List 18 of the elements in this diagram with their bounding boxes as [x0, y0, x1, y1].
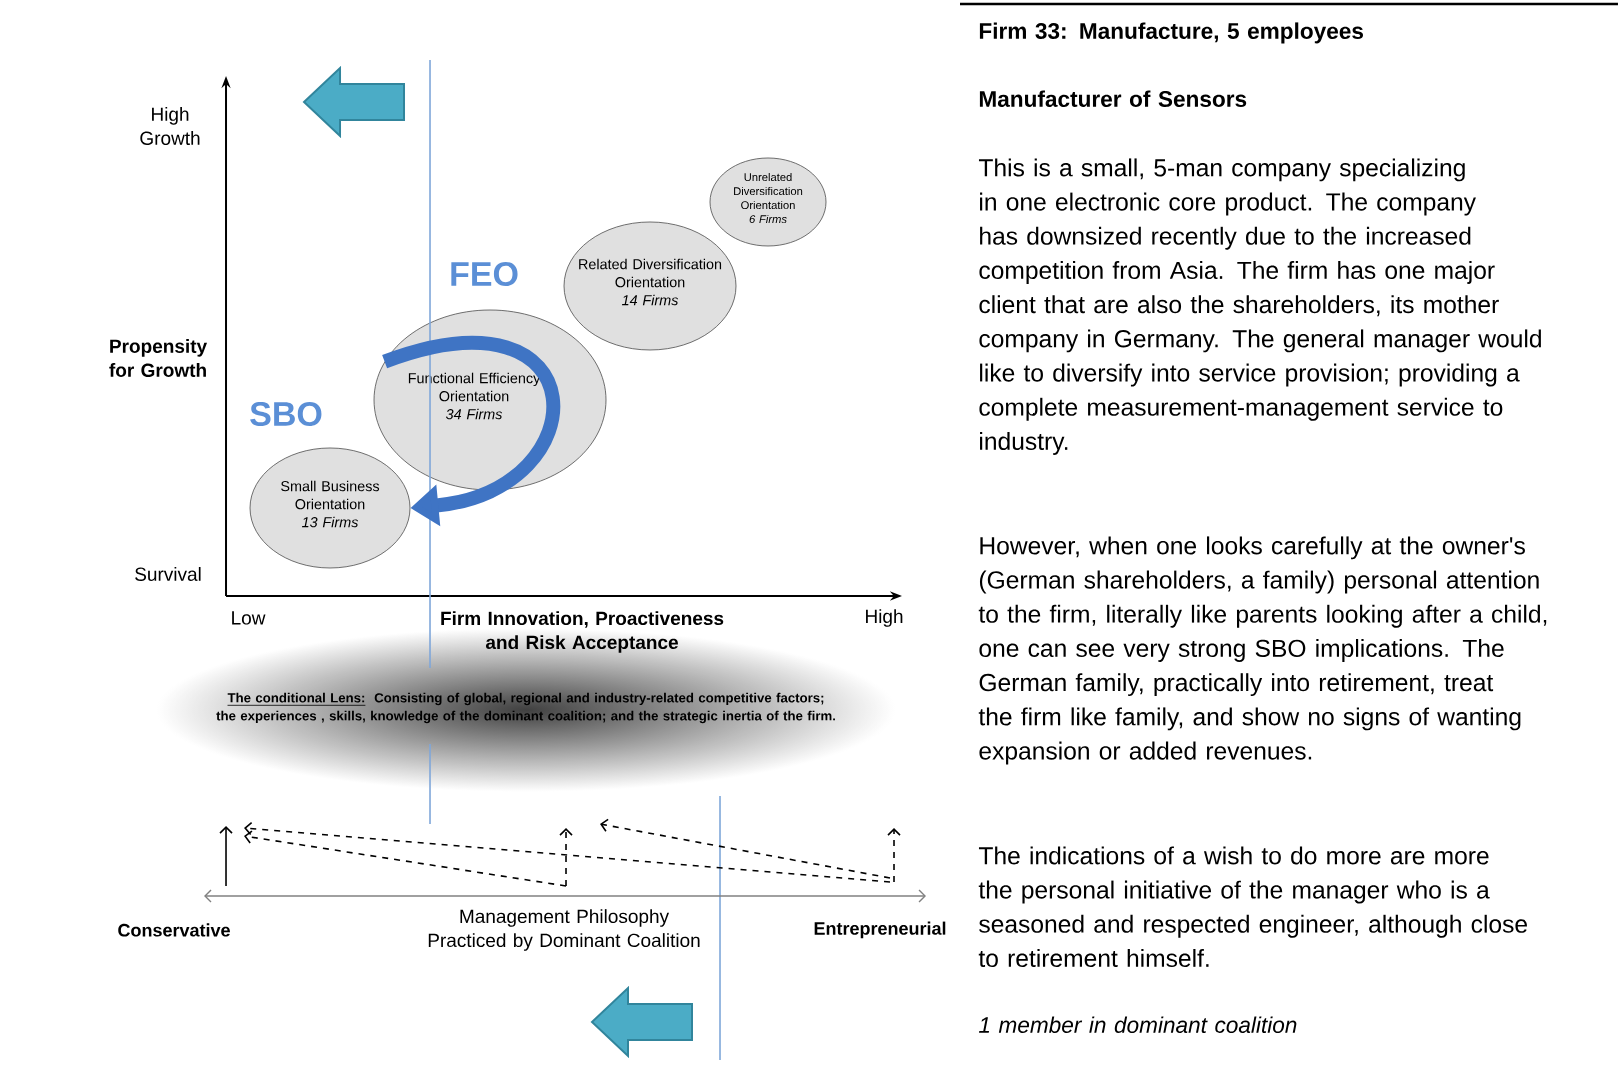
paragraph: The indications of a wish to do more are more the personal initiative of the manager who is a seasoned and respected engineer, although close to retirement himself. [978, 846, 1527, 968]
group-label: SBO [250, 401, 322, 427]
axis-label: High [866, 609, 903, 627]
axis-label: Entrepreneurial [814, 921, 946, 939]
axis-title: Management Philosophy Practiced by Dominant Coalition [428, 909, 700, 951]
axis-label: High Growth [140, 107, 200, 145]
subheading: Manufacturer of Sensors [979, 90, 1247, 107]
axis-label: Conservative [118, 923, 230, 937]
group-label: FEO [451, 261, 518, 287]
heading: Firm 33: Manufacture, 5 employees [979, 22, 1363, 44]
axis-label: Survival [135, 567, 201, 581]
axis-title: Firm Innovation, Proactiveness and Risk Acceptance [441, 611, 724, 653]
axis-title: Propensity for Growth [109, 339, 208, 377]
axis-label: Low [232, 611, 266, 625]
paragraph: This is a small, 5-man company specializing in one electronic core product. The company has downsized recently due to the increased competition from Asia. The firm has one major client that are also the shareholders, its mother company in Germany. The general manager would like to diversify into service provision; providing a complete measurement-management service to industry. [978, 158, 1541, 455]
curved-arrow [382, 336, 560, 527]
note: 1 member in dominant coalition [979, 1016, 1297, 1033]
paragraph: However, when one looks carefully at the owner's (German shareholders, a family) personal attention to the firm, literally like parents looking after a child, one can see very strong SBO implications. The German family, practically into retirement, treat the firm like family, and show no signs of wanting expansion or added revenues. [978, 536, 1547, 765]
